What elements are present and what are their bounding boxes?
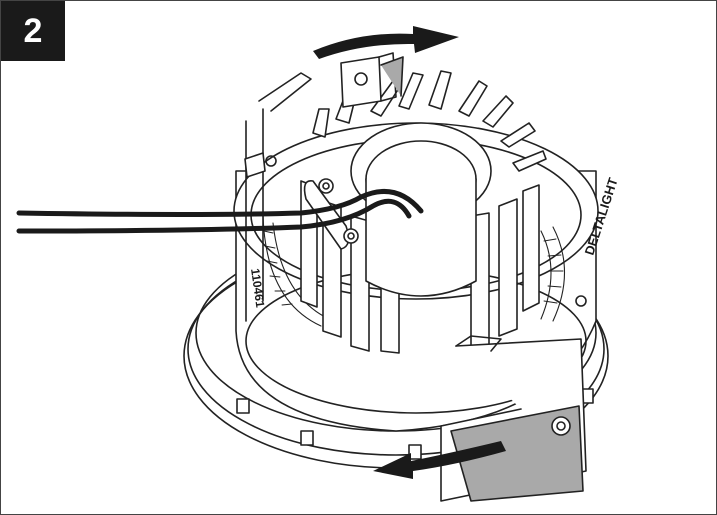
part-number-marking: 110461 — [248, 267, 267, 308]
inner-coil — [262, 215, 565, 327]
step-number: 2 — [23, 11, 43, 50]
arrow-right-curved-icon — [313, 26, 459, 59]
step-number-badge: 2 — [1, 1, 65, 61]
heatsink-fins — [300, 70, 547, 354]
top-mounting-tab — [340, 52, 404, 108]
cable-clamp — [303, 178, 359, 250]
release-tab — [440, 335, 587, 502]
power-cables — [16, 188, 424, 234]
arrow-left-curved-icon — [373, 441, 506, 479]
side-screws — [244, 152, 587, 307]
